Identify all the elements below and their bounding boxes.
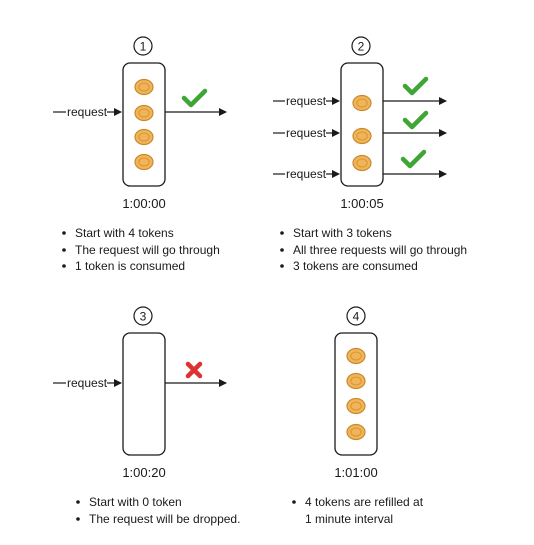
coin-token-icon [346,372,366,390]
panel-1-bucket [122,62,166,187]
panel-1: 1 request 1:00:00 Start with 4 tokens Th… [53,36,227,273]
coin-token-icon [134,153,154,171]
panel-2-request-arrow-3: request [273,167,340,181]
panel-4-bullets: 4 tokens are refilled at 1 minute interv… [292,495,424,526]
panel-3-time: 1:00:20 [122,465,165,480]
bullet-dot [62,231,66,235]
request-label: request [286,94,327,108]
panel-3-number: 3 [140,310,147,324]
panel-2-number: 2 [358,40,365,54]
checkmark-icon [402,110,429,130]
request-label: request [67,105,108,119]
coin-token-icon [134,104,154,122]
panel-1-bullet-1: Start with 4 tokens [75,226,174,240]
request-label: request [67,376,108,390]
bullet-dot [280,231,284,235]
panel-2-bullet-2: All three requests will go through [293,243,467,257]
checkmark-icon [181,88,208,108]
request-label: request [286,167,327,181]
panel-2: 2 request request request 1:00:05 [273,36,467,273]
panel-2-bullets: Start with 3 tokens All three requests w… [280,226,467,273]
panel-2-number-circle [351,36,371,56]
panel-3-request-arrow: request [53,376,122,390]
panel-4-number-circle [346,306,366,326]
bullet-dot [76,500,80,504]
panel-4-bullet-1-continued: 1 minute interval [305,512,393,526]
panel-3-bucket [122,332,166,456]
panel-3-number-circle [133,306,153,326]
panel-4-time: 1:01:00 [334,465,377,480]
coin-token-icon [352,127,372,145]
panel-2-request-arrow-1: request [273,94,340,108]
panel-1-number-circle [133,36,153,56]
checkmark-icon [400,149,427,169]
coin-token-icon [346,423,366,441]
request-label: request [286,126,327,140]
panel-1-tokens [134,78,154,171]
checkmark-icon [402,76,429,96]
panel-4-bullet-1: 4 tokens are refilled at [305,495,424,509]
panel-3: 3 request 1:00:20 Start with 0 token The… [53,306,240,526]
bullet-dot [280,248,284,252]
panel-1-bullets: Start with 4 tokens The request will go … [62,226,220,273]
coin-token-icon [346,397,366,415]
panel-1-request-arrow: request [53,105,122,119]
panel-2-tokens [352,94,372,172]
panel-3-bullet-2: The request will be dropped. [89,512,240,526]
panel-4-tokens [346,347,366,441]
panel-2-request-arrow-2: request [273,126,340,140]
bullet-dot [76,517,80,521]
panel-4-bucket [334,332,378,456]
bullet-dot [62,264,66,268]
panel-1-time: 1:00:00 [122,196,165,211]
panel-2-time: 1:00:05 [340,196,383,211]
coin-token-icon [134,128,154,146]
panel-1-bullet-2: The request will go through [75,243,220,257]
panel-1-bullet-3: 1 token is consumed [75,259,185,273]
panel-2-bullet-3: 3 tokens are consumed [293,259,418,273]
panel-1-number: 1 [140,40,147,54]
panel-4-number: 4 [353,310,360,324]
panel-3-bullet-1: Start with 0 token [89,495,182,509]
bullet-dot [280,264,284,268]
coin-token-icon [352,94,372,112]
cross-icon [185,361,203,379]
coin-token-icon [346,347,366,365]
coin-token-icon [352,154,372,172]
coin-token-icon [134,78,154,96]
bullet-dot [292,500,296,504]
panel-3-bullets: Start with 0 token The request will be d… [76,495,240,526]
bullet-dot [62,248,66,252]
panel-2-bullet-1: Start with 3 tokens [293,226,392,240]
panel-2-bucket [340,62,384,187]
panel-4: 4 1:01:00 4 tokens are refilled at 1 min… [292,306,424,526]
